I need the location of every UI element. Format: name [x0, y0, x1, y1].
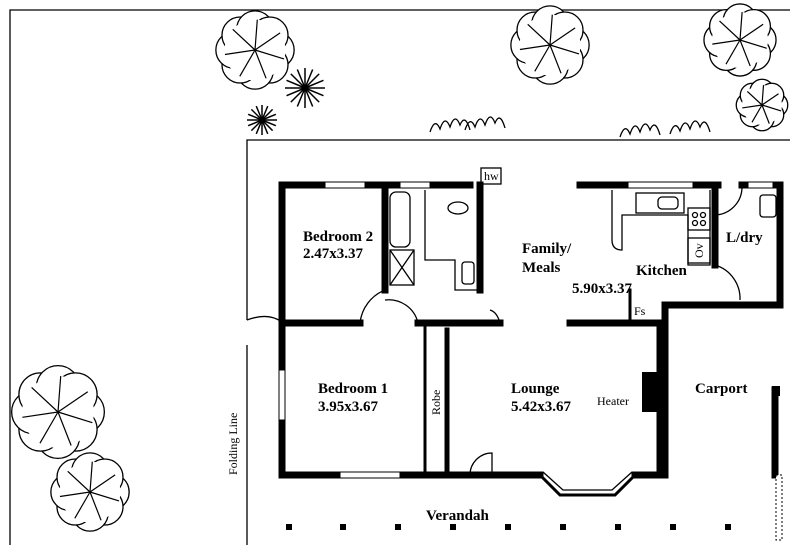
bedroom1-label: Bedroom 1 [318, 381, 388, 397]
carport-post [772, 386, 780, 396]
family-label-1: Family/ [522, 241, 572, 257]
verandah-post [615, 524, 621, 530]
oven-label: Ov [692, 243, 706, 258]
tree-icon [735, 78, 789, 132]
windows [278, 181, 774, 479]
verandah-post [560, 524, 566, 530]
verandah-post [670, 524, 676, 530]
hedge-icon [464, 116, 506, 131]
verandah-posts [286, 524, 731, 530]
heater-label: Heater [597, 394, 629, 408]
shrub-icon [285, 68, 325, 108]
verandah-post [725, 524, 731, 530]
bathroom-fixtures [389, 190, 478, 291]
verandah-post [505, 524, 511, 530]
tree-icon [510, 5, 590, 85]
shrub-icon [247, 105, 277, 135]
site-boundary [9, 9, 790, 545]
kitchen-fixtures [611, 190, 777, 266]
laundry-label: L/dry [726, 230, 763, 246]
verandah-post [395, 524, 401, 530]
hot-water-label: hw [484, 169, 499, 183]
verandah-post [450, 524, 456, 530]
lounge-size: 5.42x3.67 [511, 399, 572, 415]
family-label-2: Meals [522, 260, 560, 276]
verandah-post [286, 524, 292, 530]
hedge-icon [429, 118, 471, 133]
verandah-label: Verandah [426, 508, 489, 524]
heater [642, 372, 660, 412]
doors [359, 187, 743, 476]
bedroom1-size: 3.95x3.67 [318, 399, 379, 415]
tree-icon [10, 364, 106, 459]
verandah-post [340, 524, 346, 530]
bedroom2-size: 2.47x3.37 [303, 246, 364, 262]
boundary-hatch [775, 474, 783, 541]
tree-icon [215, 10, 295, 90]
fridge-space-label: Fs [634, 304, 646, 318]
robe-label: Robe [429, 390, 443, 415]
folding-line-label: Folding Line [226, 413, 240, 475]
hedge-icon [619, 123, 661, 138]
bedroom2-label: Bedroom 2 [303, 229, 373, 245]
trees [10, 3, 789, 532]
kitchen-label: Kitchen [636, 263, 687, 279]
carport-label: Carport [695, 381, 748, 397]
kitchen-size: 5.90x3.37 [572, 281, 633, 297]
hot-water-unit: hw [480, 167, 502, 185]
lounge-label: Lounge [511, 381, 560, 397]
tree-icon [703, 3, 777, 77]
bay-window [538, 471, 637, 497]
hedge-icon [669, 120, 711, 135]
tree-icon [50, 452, 130, 532]
